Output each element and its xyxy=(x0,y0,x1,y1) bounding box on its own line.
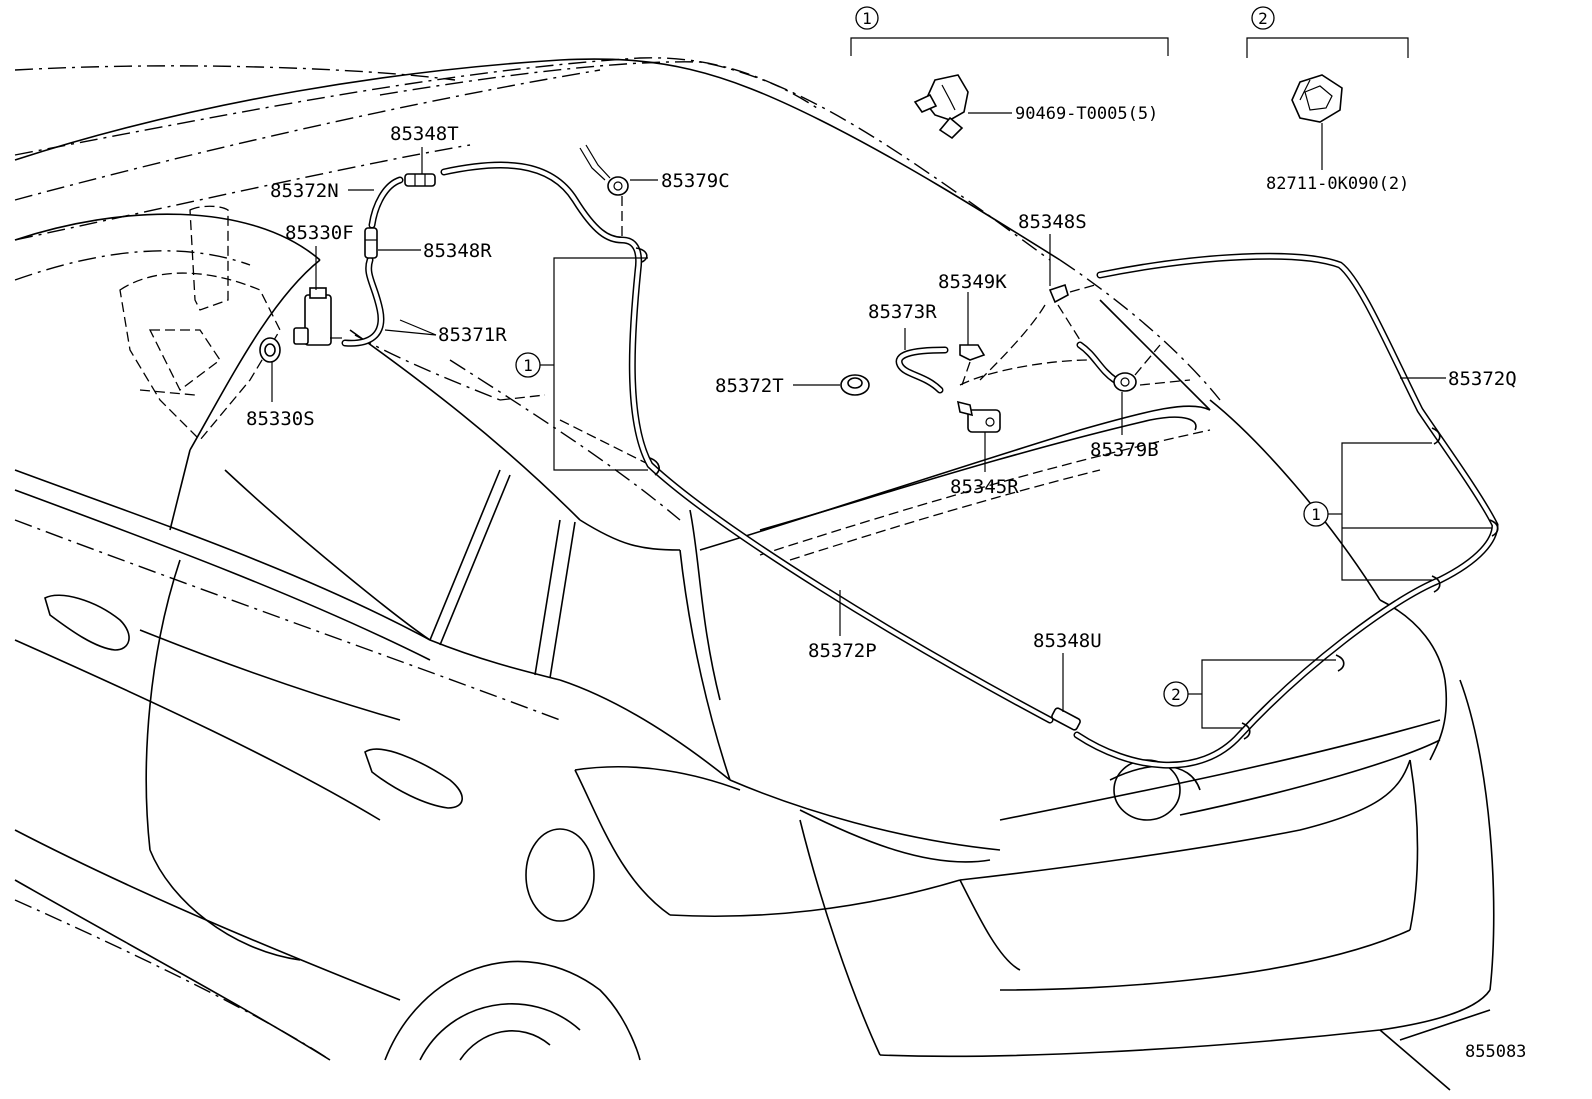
label-85372Q: 85372Q xyxy=(1448,368,1517,390)
clamp-marker-lower-right-number: 2 xyxy=(1171,685,1181,704)
joint-85348U xyxy=(1051,707,1081,731)
joint-85349K xyxy=(959,344,986,386)
clamp-marker-left: 1 xyxy=(515,257,648,471)
grommet-85372T xyxy=(840,374,870,396)
label-85348T: 85348T xyxy=(390,123,459,145)
group-2-part-number: 82711-0K090(2) xyxy=(1266,174,1409,194)
joint-85348R xyxy=(364,227,378,259)
nozzle-85379C xyxy=(579,144,629,236)
label-85379B: 85379B xyxy=(1090,439,1159,461)
washer-parts xyxy=(259,144,1191,731)
clamp-marker-left-number: 1 xyxy=(523,356,533,375)
washer-hoses xyxy=(341,161,1499,769)
label-85348U: 85348U xyxy=(1033,630,1102,652)
pump-grommet xyxy=(259,337,281,363)
clip-icon xyxy=(913,74,969,140)
nozzle-85345R xyxy=(956,400,1001,433)
label-85372N: 85372N xyxy=(270,180,339,202)
label-85373R: 85373R xyxy=(868,301,937,323)
diagram-code: 855083 xyxy=(1465,1042,1526,1062)
clip-group-1: 1 90469-T0005(5) xyxy=(850,6,1169,140)
label-85379C: 85379C xyxy=(661,170,730,192)
group-1-marker: 1 xyxy=(862,9,872,28)
label-85372T: 85372T xyxy=(715,375,784,397)
group-2-marker: 2 xyxy=(1258,9,1268,28)
label-85371R: 85371R xyxy=(438,324,507,346)
vehicle-outline xyxy=(14,57,1495,1091)
callout-labels: 85348T 85372N 85330F 85348R 85371R 85330… xyxy=(246,123,1517,662)
nozzle-85379B xyxy=(1113,344,1191,392)
label-85348R: 85348R xyxy=(423,240,492,262)
label-85345R: 85345R xyxy=(950,476,1019,498)
group-1-part-number: 90469-T0005(5) xyxy=(1015,104,1158,124)
clamp-marker-lower-right: 2 xyxy=(1163,659,1336,729)
label-85330S: 85330S xyxy=(246,408,315,430)
clamp-marker-right-number: 1 xyxy=(1311,505,1321,524)
joint-85348S xyxy=(1048,283,1096,341)
label-85372P: 85372P xyxy=(808,640,877,662)
clamp-marker-right: 1 xyxy=(1303,442,1492,581)
label-85330F: 85330F xyxy=(285,222,354,244)
label-85348S: 85348S xyxy=(1018,211,1087,233)
washer-pump xyxy=(293,287,342,346)
clip-group-2: 2 82711-0K090(2) xyxy=(1246,6,1409,194)
leader-lines xyxy=(271,147,1446,712)
joint-85348T xyxy=(404,173,436,187)
clamp-icon xyxy=(1291,74,1343,123)
label-85349K: 85349K xyxy=(938,271,1007,293)
